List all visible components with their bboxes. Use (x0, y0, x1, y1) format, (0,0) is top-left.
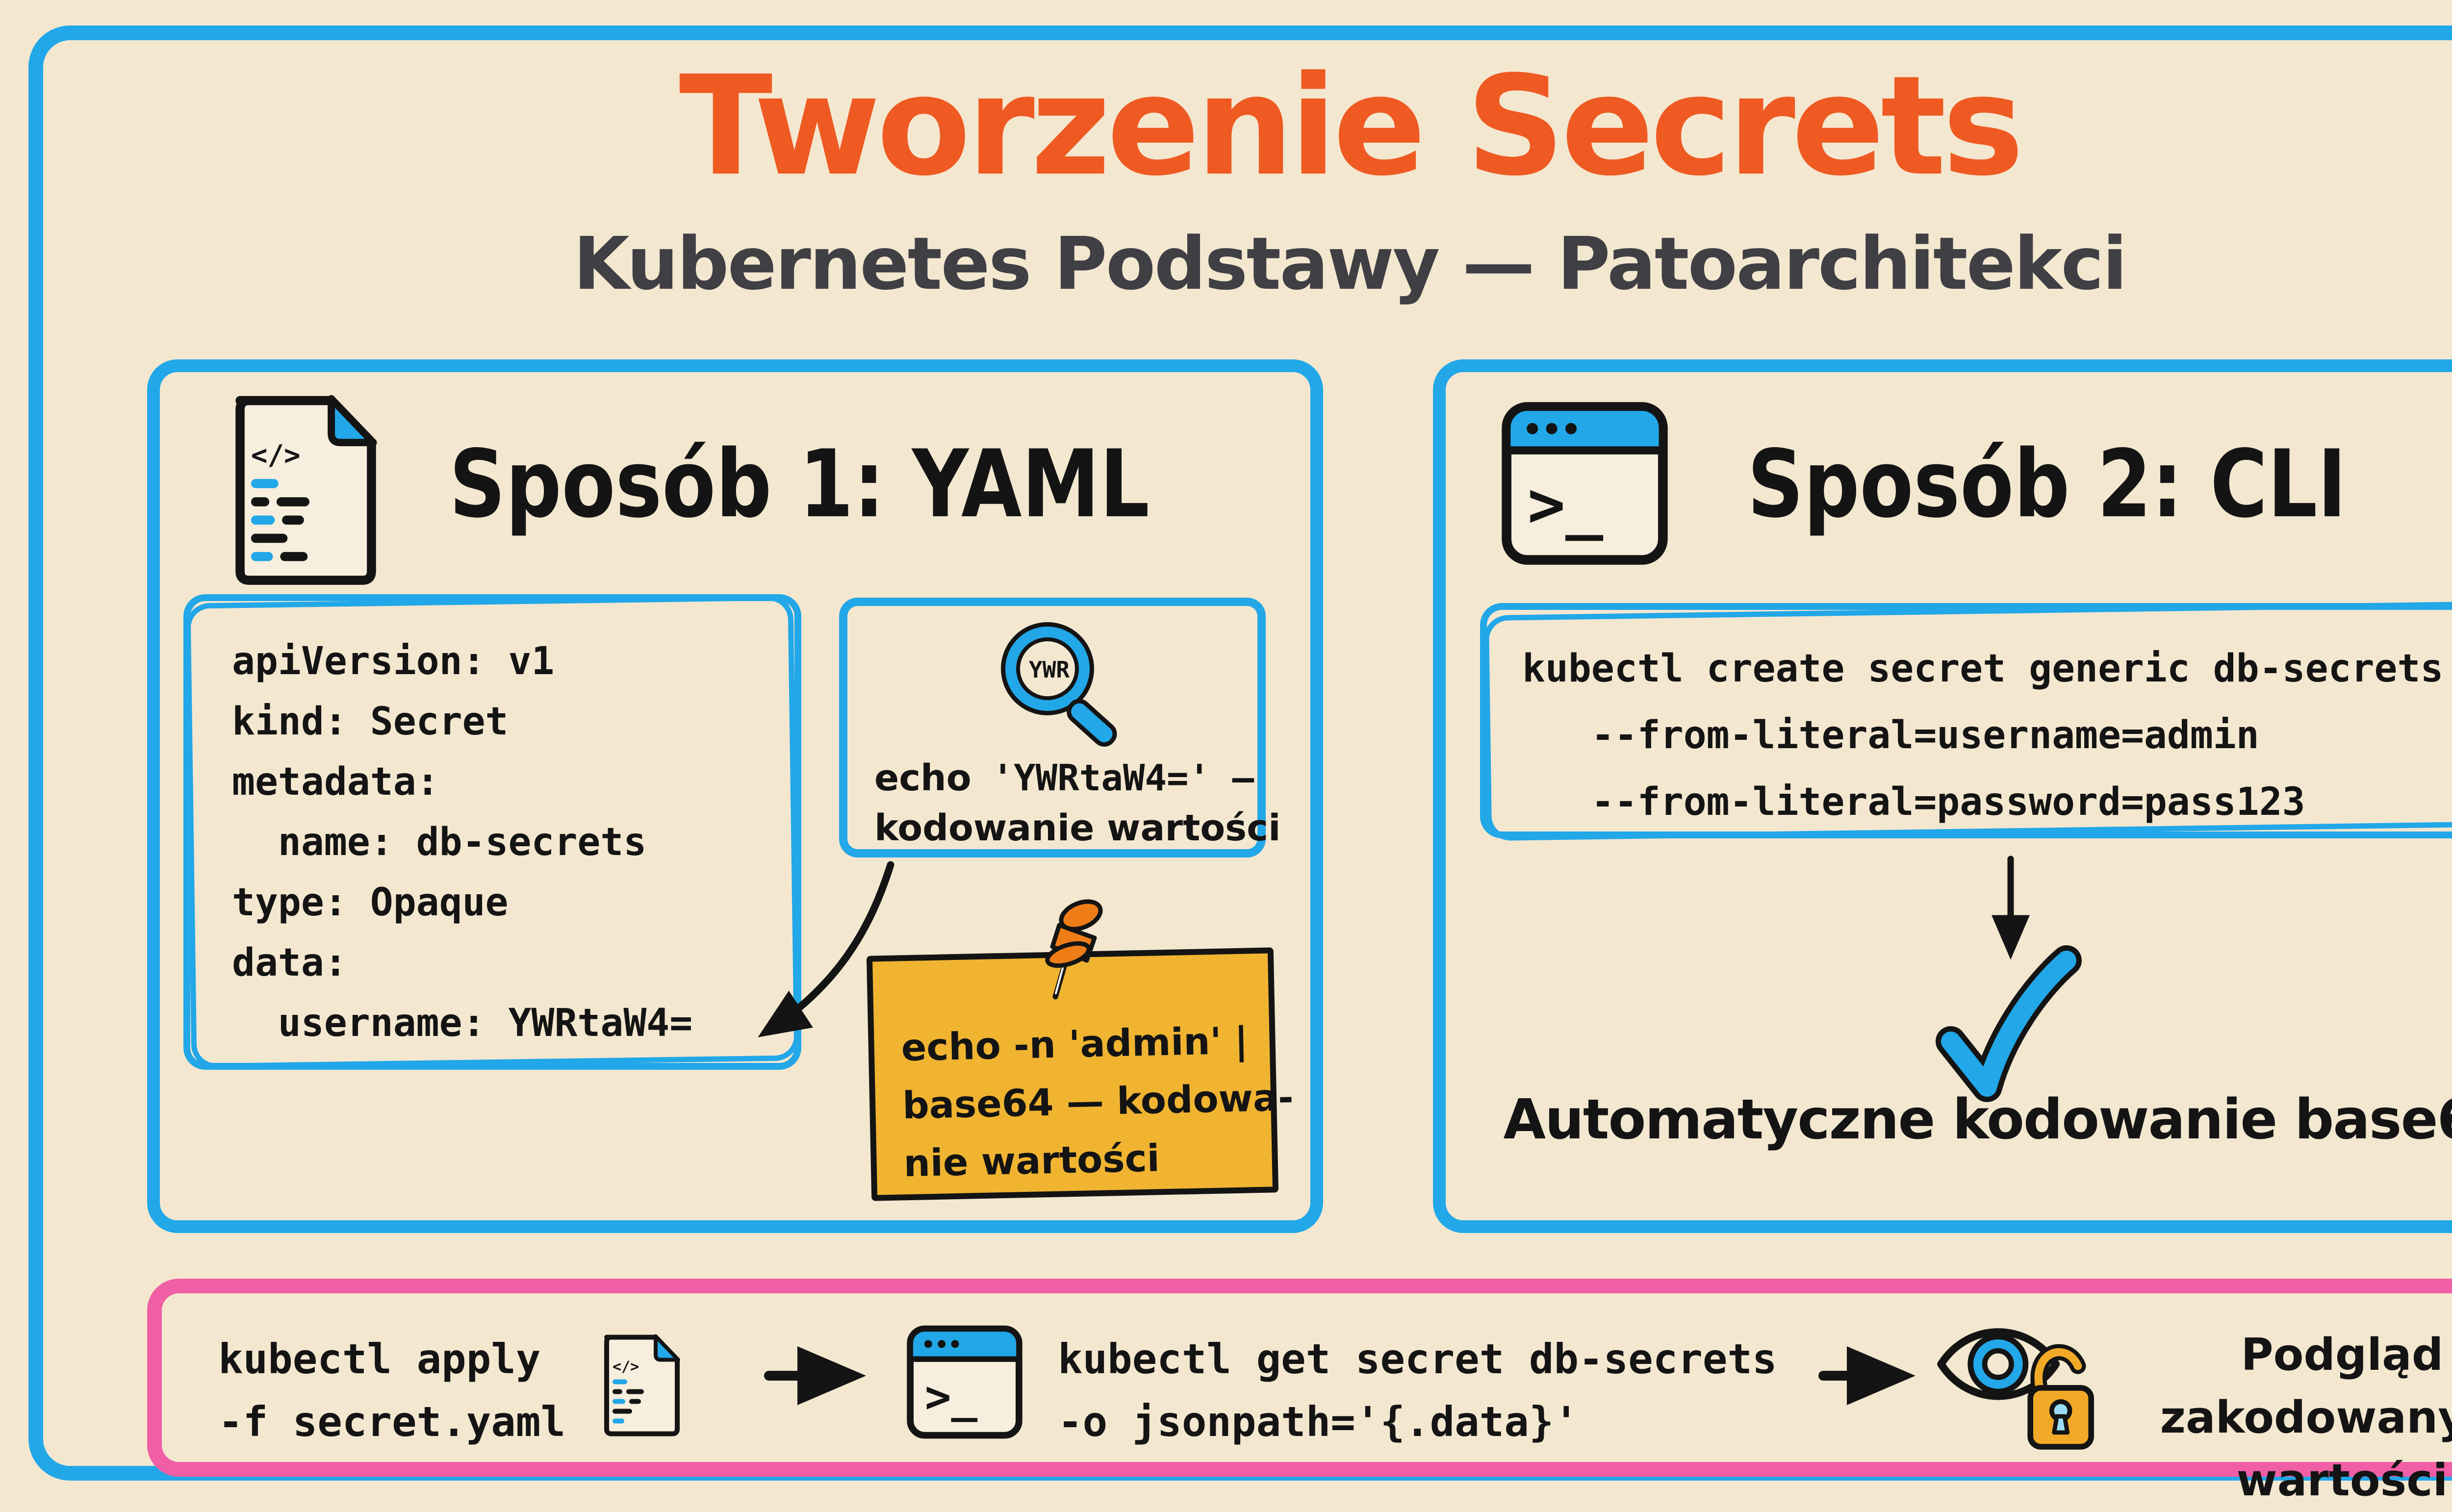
checkmark-icon (1936, 945, 2082, 1102)
echo-note-text: echo 'YWRtaW4=' — kodowanie wartości (874, 753, 1280, 853)
yaml-line: metadata: (232, 760, 439, 804)
workflow-arrow-2 (1818, 1346, 1916, 1405)
get-line: kubectl get secret db-secrets (1058, 1335, 1777, 1383)
terminal-prompt-glyph: >_ (1528, 468, 1604, 541)
terminal-icon: >_ (1502, 402, 1668, 565)
page-title: Tworzenie Secrets (679, 47, 2024, 206)
get-line: -o jsonpath='{.data}' (1058, 1398, 1579, 1446)
sticky-line: base64 — kodowa- (902, 1075, 1294, 1128)
apply-command: kubectl apply -f secret.yaml (218, 1328, 565, 1453)
magnifier-label: YWR (1029, 656, 1070, 683)
cli-line: kubectl create secret generic db-secrets (1522, 647, 2444, 691)
echo-text: kodowanie wartości (874, 807, 1281, 849)
magnifier-icon: YWR (1001, 622, 1117, 747)
apply-line: kubectl apply (218, 1335, 541, 1383)
cli-line: --from-literal=username=admin (1522, 713, 2259, 757)
cli-line: --from-literal=password=pass123 (1522, 780, 2305, 824)
cli-command-box: kubectl create secret generic db-secrets… (1480, 603, 2452, 838)
apply-line: -f secret.yaml (218, 1398, 566, 1446)
cli-heading: Sposób 2: CLI (1747, 430, 2347, 538)
sticky-line: echo -n 'admin' | (900, 1018, 1249, 1070)
workflow-arrow-1 (764, 1346, 867, 1405)
yaml-line: name: db-secrets (232, 820, 647, 864)
get-secret-command: kubectl get secret db-secrets -o jsonpat… (1058, 1328, 1777, 1453)
terminal-icon-small: >_ (907, 1325, 1022, 1439)
code-glyph: </> (613, 1359, 639, 1376)
eye-lock-icon (1937, 1328, 2094, 1450)
result-line: wartości (2236, 1455, 2448, 1506)
pushpin-icon (1045, 899, 1103, 1000)
yaml-code-box: apiVersion: v1 kind: Secret metadata: na… (183, 594, 801, 1070)
curved-arrow (758, 861, 894, 1037)
terminal-prompt-glyph: >_ (925, 1372, 978, 1423)
down-arrow (1992, 856, 2030, 960)
code-file-icon: </> (235, 395, 377, 585)
sticky-line: nie wartości (903, 1136, 1160, 1185)
echo-cmd: echo (874, 757, 971, 799)
cli-caption: Automatyczne kodowanie base64! (1503, 1088, 2452, 1152)
yaml-line: data: (232, 941, 347, 985)
code-file-icon-small: </> (604, 1334, 680, 1436)
yaml-line: username: YWRtaW4= (232, 1001, 693, 1045)
code-glyph: </> (251, 439, 301, 471)
result-line: Podgląd zakodowanych (2160, 1329, 2452, 1443)
page-subtitle: Kubernetes Podstawy — Patoarchitekci (573, 222, 2127, 306)
workflow-result-label: Podgląd zakodowanych wartości (2094, 1324, 2452, 1512)
panel-yaml: </> Sposób 1: YAML apiVersion: v1 kind: … (147, 359, 1323, 1233)
yaml-heading: Sposób 1: YAML (449, 430, 1150, 538)
panel-cli: >_ Sposób 2: CLI kubectl create secret g… (1433, 359, 2452, 1233)
yaml-line: kind: Secret (232, 700, 509, 744)
workflow-strip: kubectl apply -f secret.yaml </> >_ kube… (147, 1279, 2452, 1506)
yaml-line: apiVersion: v1 (232, 639, 555, 683)
echo-note-box: YWR echo 'YWRtaW4=' — kodowanie wartości (839, 598, 1280, 857)
yaml-line: type: Opaque (232, 881, 509, 925)
echo-code: 'YWRtaW4=' — (992, 757, 1254, 799)
